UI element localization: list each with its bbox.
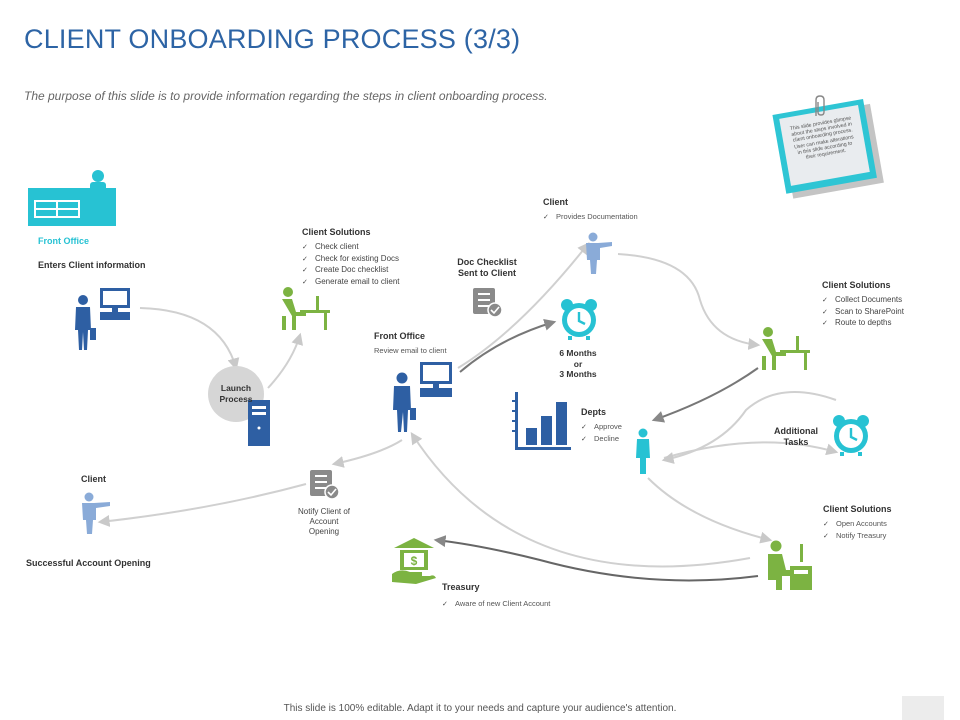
client-solutions-3-list: Open Accounts Notify Treasury <box>823 519 887 542</box>
footer-text: This slide is 100% editable. Adapt it to… <box>283 703 677 714</box>
checklist-item: Aware of new Client Account <box>442 599 550 611</box>
page-subtitle: The purpose of this slide is to provide … <box>24 89 548 103</box>
doc-checklist-line2: Sent to Client <box>458 268 516 278</box>
treasury-title: Treasury <box>442 582 480 592</box>
front-office-top-label: Front Office <box>38 236 89 246</box>
client-solutions-1-list: Check client Check for existing Docs Cre… <box>302 242 400 288</box>
arrow-notify-to-client <box>97 483 307 527</box>
checklist-item: Notify Treasury <box>823 531 887 543</box>
checklist-item: Route to depths <box>822 318 904 330</box>
desk-worker-icon <box>762 327 810 370</box>
depts-title: Depts <box>581 407 607 417</box>
launch-process-icon <box>208 366 270 446</box>
front-office-mid-title: Front Office <box>374 331 425 341</box>
paperclip-icon <box>815 95 825 116</box>
checklist-item: Check for existing Docs <box>302 254 400 266</box>
client-top-title: Client <box>543 197 569 207</box>
treasury-list: Aware of new Client Account <box>442 599 550 611</box>
front-office-mid-subtitle: Review email to client <box>374 346 447 355</box>
launch-label-line1: Launch <box>220 383 252 393</box>
arrow-cs2-to-depts <box>651 367 759 423</box>
computer-worker-icon <box>768 540 812 590</box>
client-solutions-2-title: Client Solutions <box>822 280 891 290</box>
arrow-cs3-to-treasury <box>433 535 759 582</box>
checklist-item: Approve <box>581 422 622 434</box>
arrow-fo-to-timer <box>459 318 557 373</box>
checklist-item: Check client <box>302 242 400 254</box>
checklist-item: Open Accounts <box>823 519 887 531</box>
notify-line2: Account <box>309 517 339 526</box>
client-bottom-caption: Successful Account Opening <box>26 558 151 568</box>
client-solutions-1-title: Client Solutions <box>302 227 371 237</box>
sticky-note-paper <box>772 98 884 199</box>
checklist-item: Decline <box>581 434 622 446</box>
checklist-document-icon <box>310 470 340 500</box>
arrow-cs3-to-fo <box>410 431 751 568</box>
notify-line3: Opening <box>308 527 340 536</box>
checklist-item: Create Doc checklist <box>302 265 400 277</box>
additional-tasks-line2: Tasks <box>783 437 809 447</box>
woman-icon <box>636 428 650 474</box>
arrow-tasks-to-depts <box>661 391 837 464</box>
office-worker-computer-icon <box>393 362 452 432</box>
reception-desk-icon <box>28 170 116 226</box>
page-title: CLIENT ONBOARDING PROCESS (3/3) <box>24 24 521 54</box>
client-bottom-title: Client <box>81 474 107 484</box>
alarm-clock-icon <box>561 299 597 340</box>
svg-text:$: $ <box>411 554 418 568</box>
launch-label-line2: Process <box>219 394 253 404</box>
desk-worker-icon <box>282 287 330 330</box>
bank-hand-icon: $ <box>392 538 436 584</box>
arrow-fo-to-launch <box>139 307 240 371</box>
client-solutions-3-title: Client Solutions <box>823 504 892 514</box>
alarm-clock-icon <box>833 415 869 456</box>
additional-tasks-line1: Additional <box>774 426 818 436</box>
arrow-fo-to-notify <box>331 439 403 468</box>
checklist-item: Scan to SharePoint <box>822 307 904 319</box>
bar-chart-icon <box>512 392 571 450</box>
timer-line1: 6 Months <box>559 348 597 358</box>
arrow-launch-to-cs1 <box>267 332 304 389</box>
arrow-depts-to-tasks <box>663 441 839 459</box>
checklist-item: Collect Documents <box>822 295 904 307</box>
notify-line1: Notify Client of <box>297 507 351 516</box>
arrow-fo-to-client <box>457 242 590 369</box>
front-office-top-subtitle: Enters Client information <box>38 260 146 270</box>
checklist-item: Generate email to client <box>302 277 400 289</box>
office-worker-computer-icon <box>75 288 130 350</box>
arrow-client-to-cs2 <box>617 253 761 350</box>
depts-list: Approve Decline <box>581 422 622 445</box>
person-pointing-icon <box>82 492 110 534</box>
client-top-list: Provides Documentation <box>543 212 638 224</box>
checklist-document-icon <box>473 288 503 318</box>
client-solutions-2-list: Collect Documents Scan to SharePoint Rou… <box>822 295 904 330</box>
footer-box <box>902 696 944 720</box>
timer-line2: or <box>573 359 583 369</box>
checklist-item: Provides Documentation <box>543 212 638 224</box>
person-pointing-icon <box>586 232 612 274</box>
doc-checklist-line1: Doc Checklist <box>457 257 517 267</box>
sticky-note: This slide provides glimpse about the st… <box>772 98 884 199</box>
arrow-depts-to-cs3 <box>647 477 773 544</box>
timer-line3: 3 Months <box>559 369 597 379</box>
